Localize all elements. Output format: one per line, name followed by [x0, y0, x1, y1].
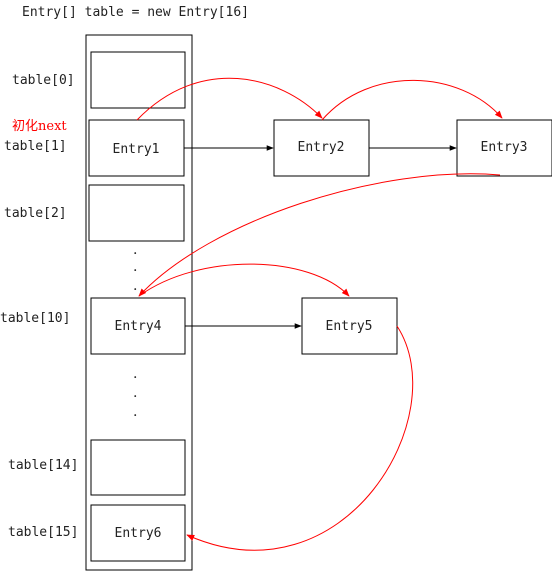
slot-table-2 — [88, 184, 185, 242]
label-table-1: table[1] — [4, 139, 67, 154]
slot-table-14 — [90, 439, 186, 496]
label-table-14: table[14] — [8, 458, 78, 473]
slot-table-1 — [88, 119, 185, 177]
entry3-label: Entry3 — [481, 140, 528, 155]
slot-table-15 — [90, 504, 186, 562]
entry5-box — [301, 297, 398, 355]
ellipsis-dot: . — [133, 366, 137, 382]
ellipsis-dot: . — [133, 242, 137, 258]
entry6-label: Entry6 — [115, 526, 162, 541]
ellipsis-dot: . — [133, 404, 137, 420]
next-curve-entry2-entry3 — [321, 79, 503, 121]
ellipsis-dot: . — [133, 385, 137, 401]
slot-table-10 — [90, 297, 186, 355]
label-table-2: table[2] — [4, 206, 67, 221]
header-code: Entry[] table = new Entry[16] — [22, 5, 249, 20]
entry5-label: Entry5 — [326, 319, 373, 334]
next-curve-entry4-entry5 — [138, 263, 350, 297]
next-curve-entry1-entry2 — [136, 77, 323, 121]
entry4-label: Entry4 — [115, 319, 162, 334]
label-table-15: table[15] — [8, 525, 78, 540]
label-table-10: table[10] — [0, 311, 70, 326]
next-curve-entry3-entry4 — [138, 173, 501, 297]
label-table-0: table[0] — [12, 73, 75, 88]
entry3-box — [456, 119, 552, 177]
annotation-init-next: 初化next — [12, 119, 67, 134]
entry2-label: Entry2 — [298, 140, 345, 155]
entry1-label: Entry1 — [113, 142, 160, 157]
slot-table-0 — [90, 51, 186, 109]
array-frame — [85, 34, 193, 571]
ellipsis-dot: . — [133, 259, 137, 275]
ellipsis-dot: . — [133, 278, 137, 294]
next-curve-entry5-entry6 — [186, 325, 414, 551]
entry2-box — [273, 119, 370, 177]
